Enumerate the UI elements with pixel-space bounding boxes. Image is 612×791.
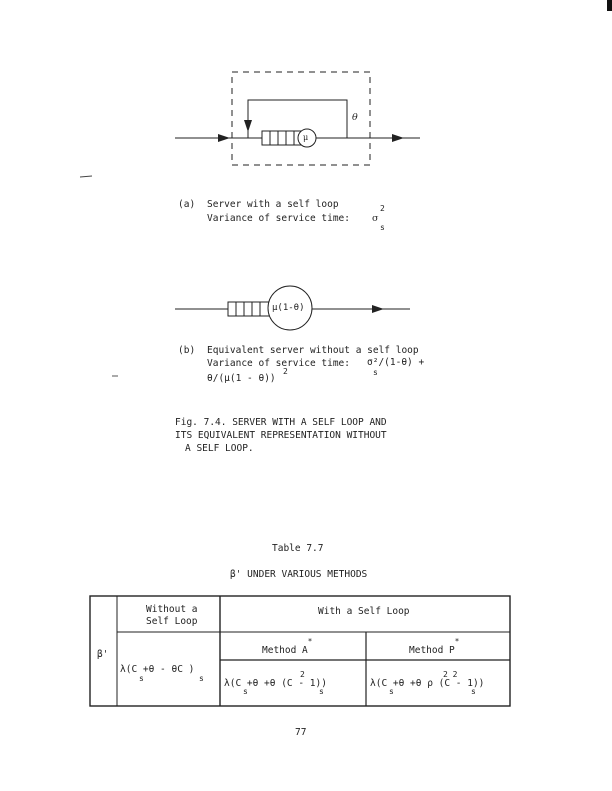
page-edge-mark xyxy=(607,0,612,11)
cell-without-formula: λ(C +θ - θC ) xyxy=(120,664,195,675)
output-arrow-a xyxy=(392,134,404,142)
figure-b-label: (b) xyxy=(178,345,196,356)
figure-b-variance-expr: σ²/(1-θ) + xyxy=(367,357,425,368)
cell-method-p-sup: 2 2 xyxy=(443,670,458,679)
with-header: With a Self Loop xyxy=(318,606,410,617)
table-number: Table 7.7 xyxy=(272,543,324,554)
without-header-line1: Without a xyxy=(146,604,198,615)
page-number: 77 xyxy=(295,727,307,738)
fig-caption-line3: A SELF LOOP. xyxy=(185,443,254,454)
figure-b-caption-line3: θ/(μ(1 - θ)) xyxy=(207,373,276,384)
figure-b-line3-sup: 2 xyxy=(283,367,288,376)
queue-b xyxy=(227,301,271,317)
cell-without-sub2: s xyxy=(199,674,204,683)
cell-method-p-sub2: s xyxy=(471,687,476,696)
mu-label-a: μ xyxy=(303,133,309,142)
figure-a-caption-line1: Server with a self loop xyxy=(207,199,339,210)
variance-sup-a: 2 xyxy=(380,204,385,213)
figure-b-caption-line2: Variance of service time: xyxy=(207,358,350,369)
variance-symbol-a: σ xyxy=(372,213,379,224)
server-label-b: μ(1-θ) xyxy=(272,303,305,313)
method-p-header: Method P* xyxy=(409,637,460,657)
table-title: β' UNDER VARIOUS METHODS xyxy=(230,569,368,580)
figure-b-caption-line1: Equivalent server without a self loop xyxy=(207,345,419,356)
cell-method-a-sub1: s xyxy=(243,687,248,696)
variance-sub-a: s xyxy=(380,223,385,232)
fig-caption-line2: ITS EQUIVALENT REPRESENTATION WITHOUT xyxy=(175,430,387,441)
server-a xyxy=(297,128,317,148)
cell-method-a-sup: 2 xyxy=(300,670,305,679)
cell-method-a-formula: λ(C +θ +θ (C - 1)) xyxy=(224,678,327,689)
theta-label-a: θ xyxy=(352,112,358,123)
cell-without-sub1: s xyxy=(139,674,144,683)
table-row-label: β' xyxy=(97,649,109,660)
figure-b-variance-sub: s xyxy=(373,368,378,377)
cell-method-a-sub2: s xyxy=(319,687,324,696)
figure-a-caption-line2: Variance of service time: xyxy=(207,213,350,224)
without-header-line2: Self Loop xyxy=(146,616,198,627)
cell-method-p-sub1: s xyxy=(389,687,394,696)
method-a-header: Method A* xyxy=(262,637,313,657)
self-loop-boundary xyxy=(231,71,371,166)
output-arrow-b xyxy=(372,305,384,313)
cell-method-p-formula: λ(C +θ +θ ρ (C - 1)) xyxy=(370,678,485,689)
table-grid xyxy=(89,595,511,707)
feedback-loop xyxy=(247,99,348,138)
fig-caption-line1: Fig. 7.4. SERVER WITH A SELF LOOP AND xyxy=(175,417,387,428)
feedback-arrow xyxy=(244,120,252,132)
server-b xyxy=(267,285,313,331)
input-arrow-a xyxy=(218,134,230,142)
figure-a-label: (a) xyxy=(178,199,196,210)
